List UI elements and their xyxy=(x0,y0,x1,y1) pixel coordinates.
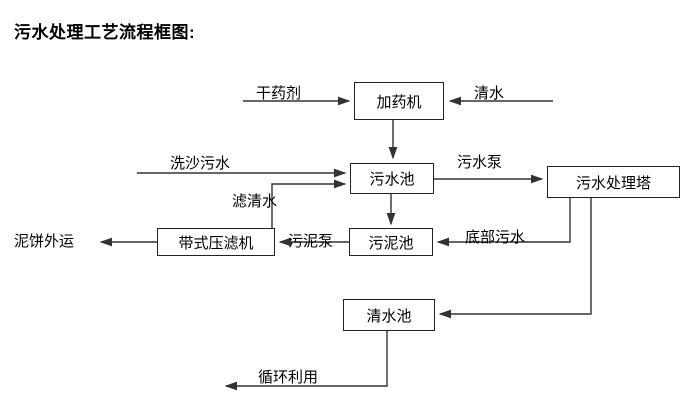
edge-label-wash-sand-sewage: 洗沙污水 xyxy=(170,155,231,172)
node-label: 带式压滤机 xyxy=(178,234,254,252)
edge-label-sludge-pump: 污泥泵 xyxy=(288,233,334,250)
edge-label-filtrate-water: 滤清水 xyxy=(232,193,278,210)
edge-label-mud-cake-transport: 泥饼外运 xyxy=(14,233,75,250)
wire-tower-to-clear-pool xyxy=(438,198,592,319)
wire-clear-pool-to-recycle xyxy=(224,331,388,391)
wire-tower-to-sludge-pool xyxy=(436,198,571,247)
node-label: 清水池 xyxy=(366,307,412,325)
edge-label-dry-agent: 干药剂 xyxy=(256,85,302,102)
node-label: 加药机 xyxy=(376,93,422,111)
node-treatment-tower[interactable]: 污水处理塔 xyxy=(547,166,680,198)
node-sewage-pool[interactable]: 污水池 xyxy=(350,163,434,194)
page-title: 污水处理工艺流程框图: xyxy=(14,23,196,42)
node-belt-filter-press[interactable]: 带式压滤机 xyxy=(157,228,275,256)
edge-label-bottom-sewage: 底部污水 xyxy=(465,229,526,246)
edge-label-clean-water: 清水 xyxy=(474,85,505,102)
node-sludge-pool[interactable]: 污泥池 xyxy=(349,228,433,256)
node-clear-water-pool[interactable]: 清水池 xyxy=(343,299,435,331)
edge-label-sewage-pump: 污水泵 xyxy=(457,154,503,171)
edge-label-recycle-use: 循环利用 xyxy=(258,369,319,386)
node-dosing-machine[interactable]: 加药机 xyxy=(354,82,444,120)
node-label: 污水处理塔 xyxy=(575,174,651,192)
node-label: 污泥池 xyxy=(368,234,414,252)
node-label: 污水池 xyxy=(369,171,415,188)
wire-filtrate-to-sewage-pool xyxy=(271,179,347,228)
